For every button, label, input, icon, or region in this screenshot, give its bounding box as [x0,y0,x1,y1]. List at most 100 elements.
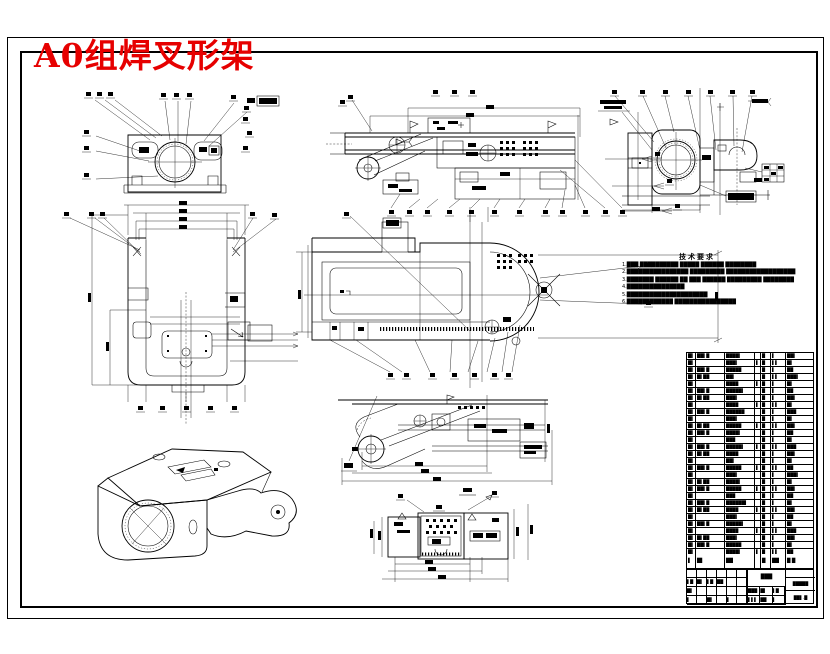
parts-cell: ███▌ [725,472,755,478]
parts-cell: ▌ [771,458,786,464]
title-block-cell: █▌ [697,578,707,587]
parts-cell: ▌ [771,388,786,394]
parts-cell [755,535,761,541]
parts-row: █▌███▌█▌███▌ [687,472,813,479]
parts-cell: █▌ [688,486,696,492]
title-block-cell: ▌█ [687,578,697,587]
parts-cell: █████ [725,423,755,429]
title-block-cell [717,569,727,578]
title-block-cell: █▌ [687,587,697,596]
parts-cell: █████ [725,542,755,548]
parts-cell: ████ [725,528,755,534]
parts-cell [755,500,761,506]
parts-cell: ▌ [756,549,761,556]
title-block-cell [697,587,707,596]
parts-cell: ▌ [756,507,761,513]
title-block-cell: ▌ [727,596,737,605]
parts-cell [755,521,761,527]
parts-header-cell: ██ [725,556,755,569]
parts-cell [696,360,725,366]
title-block-cell [727,587,737,596]
view-front [81,91,280,194]
parts-cell: █ [761,388,771,394]
parts-row: █▌████▌█▌▌█▌ [687,402,813,409]
view-rear [598,88,785,215]
parts-cell: █▌ [787,416,794,421]
parts-cell: █▌ [787,542,794,547]
parts-cell: █ [761,528,771,534]
parts-cell: ▌ [771,493,786,499]
title-block-cell [687,569,697,578]
title-block-cell [717,596,727,605]
parts-cell: ▌▌ [771,528,786,534]
parts-row: █▌████▌██ [687,493,813,500]
view-side [326,89,683,217]
parts-cell: ██▌ [787,535,797,540]
title-block-signature-grid: ▌██▌▌████▌▌█▌▌ [687,569,747,605]
parts-cell: █▌ [688,507,696,513]
parts-row: █▌██▌███████▌█▌█▌ [687,500,813,507]
title-block-right-top [786,569,815,578]
parts-cell [755,437,761,443]
notes-lines: 1.███ ██████████ █████ ██████ ████████2.… [622,262,812,306]
title-block-cell [737,569,747,578]
note-line: 3.███████ ██████ ██ ███ ██████ █████████… [622,276,794,283]
parts-row: █▌██▌███████▌█▌ [687,542,813,549]
parts-cell: █████ [725,367,755,373]
parts-cell: █▌ [787,521,794,526]
parts-cell: █ [761,374,771,380]
title-block-cell: ██ [760,596,773,605]
parts-cell: █ [761,409,771,415]
parts-row: █▌█▌██████▌█▌▌██▌ [687,507,813,514]
parts-cell: ▌ [771,409,786,415]
parts-cell: █▌ [688,388,696,394]
notes-heading: 技术要求 [679,253,715,261]
view-detail [370,490,533,582]
parts-cell [696,493,725,499]
parts-cell: ▌ [771,381,786,387]
parts-cell: ██▌█ [696,542,725,548]
parts-cell [755,388,761,394]
parts-cell: ▌ [771,416,786,422]
parts-cell: █▌██ [696,507,725,513]
parts-cell: ▌ [771,514,786,520]
parts-cell: █ [761,444,771,450]
parts-cell: █▌██ [696,479,725,485]
title-block-cell: ██ [717,578,727,587]
parts-cell: ███ [787,409,797,414]
parts-cell [696,549,725,556]
parts-cell [755,395,761,401]
parts-cell: █▌ [688,381,696,387]
parts-row: █▌█▌███████▌█▌▌██▌ [687,423,813,430]
parts-cell [696,528,725,534]
parts-cell: ██ [787,514,794,519]
parts-cell: █▌ [688,465,696,471]
parts-cell: ████▌ [725,549,755,556]
parts-cell: ██▌ [787,507,797,512]
parts-cell: █▌ [688,360,696,366]
parts-cell [755,514,761,520]
parts-cell [755,409,761,415]
parts-header-cell: █ █ [787,559,796,564]
title-block-cell: ▌ [687,596,697,605]
parts-cell: █▌ [688,542,696,548]
parts-cell: █▌ [688,374,696,380]
parts-cell [696,381,725,387]
parts-cell: ▌▌ [771,402,786,408]
parts-cell: ▌▌ [771,444,786,450]
parts-cell: ▌ [771,521,786,527]
parts-cell: ▌ [756,528,761,534]
view-section [338,394,553,496]
parts-cell: █▌██ [696,395,725,401]
parts-cell: ██▌█ [696,353,725,359]
parts-cell: █▌ [787,437,794,442]
parts-cell: ██▌█ [696,430,725,436]
parts-header-cell: ██ [771,556,786,569]
parts-cell: █ [761,507,771,513]
parts-cell: ██▌ [787,395,797,400]
title-block: ▌██▌▌████▌▌█▌▌ ███ ████▌▌█▌▌▌██▌ █████ █… [686,568,815,605]
parts-cell: ▌▌ [771,549,786,556]
title-block-cell [737,578,747,587]
parts-cell: ███ [787,444,797,449]
